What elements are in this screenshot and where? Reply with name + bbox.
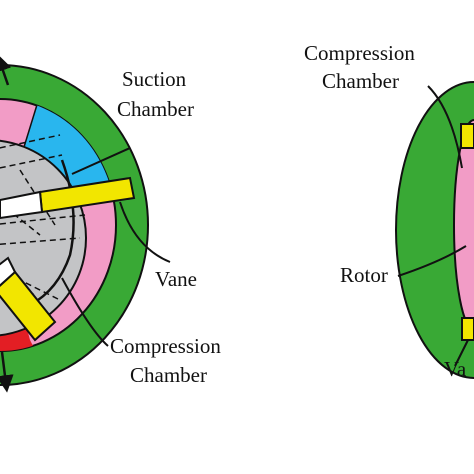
label-compression-right-line2: Chamber [322, 69, 399, 93]
leader-compression [61, 277, 109, 347]
outlet-arrow [0, 351, 14, 393]
leader-vane [119, 201, 171, 263]
label-rotor: Rotor [340, 263, 388, 287]
vane-lower [0, 256, 57, 342]
right-compressor: Compression Chamber Rotor Va [304, 41, 474, 381]
label-compression-left-line2: Chamber [130, 363, 207, 387]
left-compressor: Suction Chamber Vane Compression Chamber [0, 53, 221, 393]
leader-compression-right [427, 85, 463, 169]
vane-right-top [460, 123, 474, 149]
stator-ring-right [395, 81, 474, 379]
leader-suction [71, 147, 131, 175]
label-compression-left-line1: Compression [110, 334, 221, 358]
leader-rotor [397, 245, 467, 277]
label-vane-right: Va [444, 357, 467, 381]
label-compression-right-line1: Compression [304, 41, 415, 65]
vane-right-bottom [461, 317, 474, 341]
label-suction-line2: Chamber [117, 97, 194, 121]
label-suction-line1: Suction [122, 67, 187, 91]
label-vane-left: Vane [155, 267, 197, 291]
compression-chamber-right [453, 119, 474, 331]
vane-upper [0, 176, 136, 220]
leader-vane-right [454, 339, 469, 367]
inlet-arrow [0, 53, 12, 86]
